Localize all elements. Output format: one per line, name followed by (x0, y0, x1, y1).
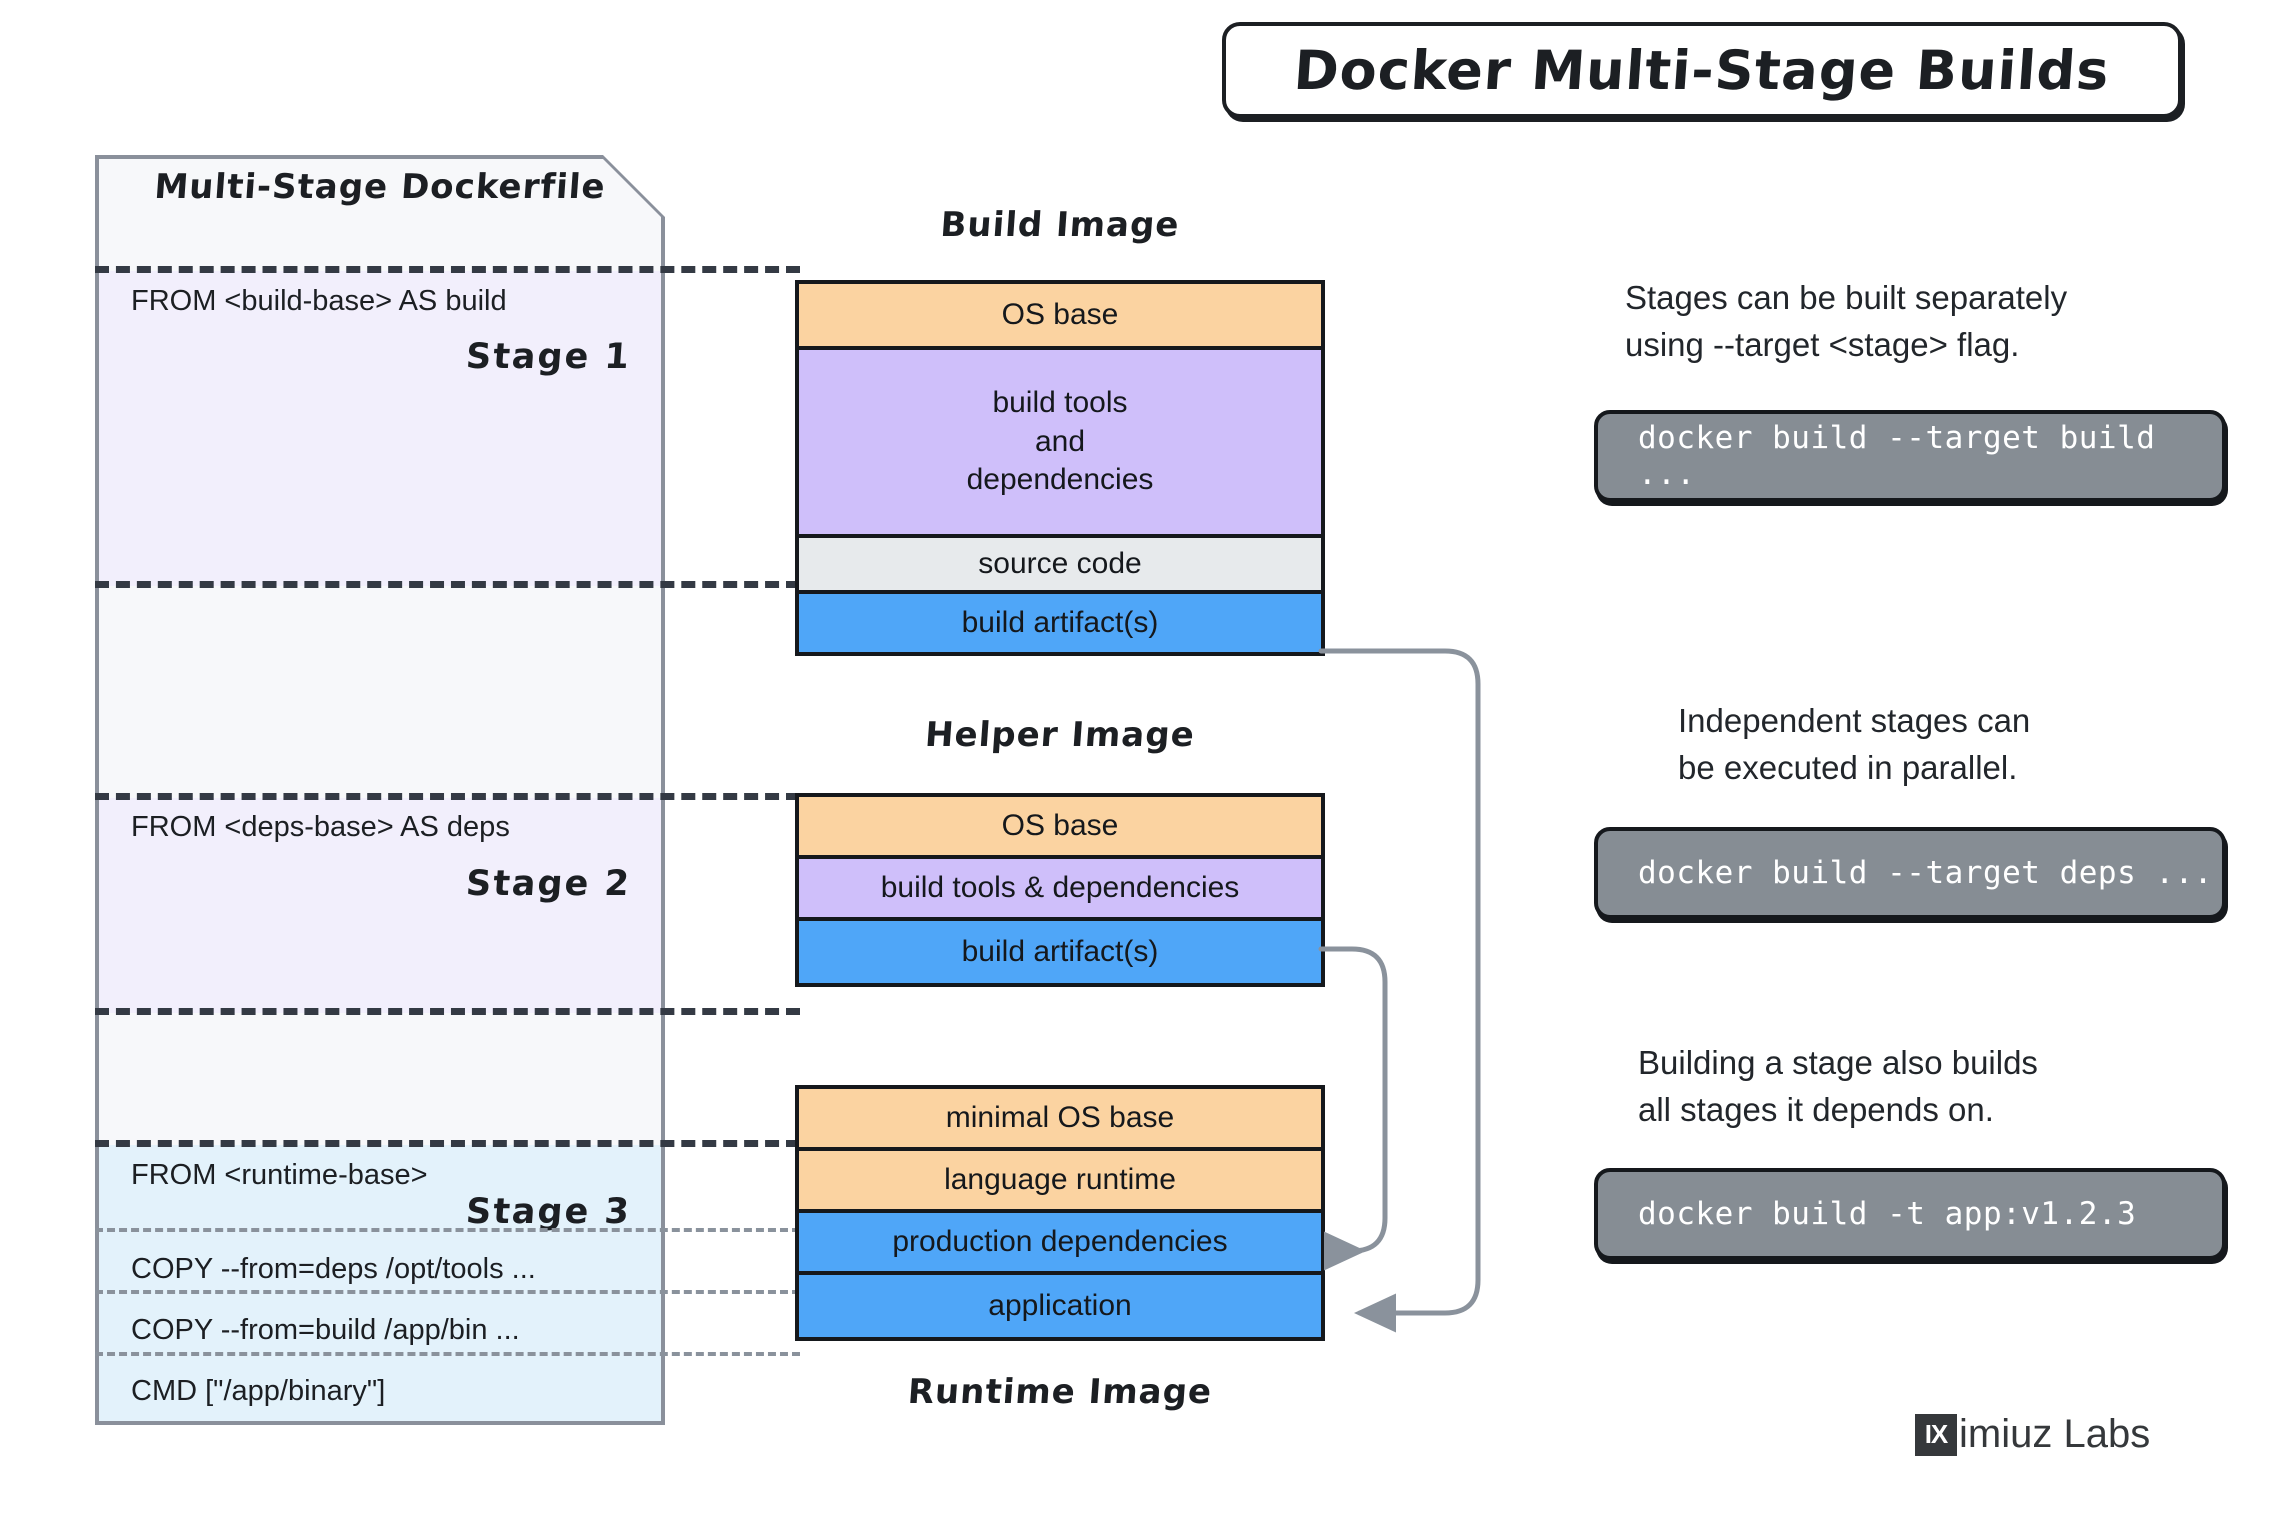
build-layer-artifact: build artifact(s) (799, 594, 1321, 652)
separator-stage2-top (95, 793, 800, 800)
separator-stage1-bottom (95, 581, 800, 588)
dockerfile-card: Multi-Stage Dockerfile FROM <build-base>… (95, 155, 665, 1425)
separator-stage1-top (95, 266, 800, 273)
brand-name: imiuz Labs (1959, 1412, 2151, 1456)
note-2-line-1: Independent stages can (1678, 702, 2031, 739)
stage-3-band (99, 1145, 661, 1421)
gap-band-2 (99, 1013, 661, 1145)
build-image-stack: OS base build tools and dependencies sou… (795, 280, 1325, 656)
build-layer-source-code: source code (799, 538, 1321, 594)
note-3: Building a stage also builds all stages … (1638, 1040, 2258, 1134)
runtime-layer-application: application (799, 1275, 1321, 1337)
note-1-line-1: Stages can be built separately (1625, 279, 2068, 316)
page-fold-corner (603, 155, 665, 217)
runtime-layer-language-runtime: language runtime (799, 1151, 1321, 1213)
runtime-layer-prod-deps: production dependencies (799, 1213, 1321, 1275)
stage-2-label: Stage 2 (464, 864, 633, 904)
separator-stage3-top (95, 1140, 800, 1147)
dockerfile-line-copy-deps: COPY --from=deps /opt/tools ... (131, 1253, 536, 1285)
dockerfile-line-from-deps: FROM <deps-base> AS deps (131, 811, 510, 843)
ix-logo-icon: IX (1915, 1413, 1957, 1456)
note-2: Independent stages can be executed in pa… (1678, 698, 2293, 792)
dockerfile-line-cmd: CMD ["/app/binary"] (131, 1375, 386, 1407)
separator-copy-deps (95, 1228, 800, 1232)
runtime-image-stack: minimal OS base language runtime product… (795, 1085, 1325, 1341)
dockerfile-header-band (99, 159, 661, 271)
dockerfile-line-from-build: FROM <build-base> AS build (131, 285, 507, 317)
helper-layer-os-base: OS base (799, 797, 1321, 859)
note-1-line-2: using --target <stage> flag. (1625, 325, 2020, 363)
separator-cmd (95, 1352, 800, 1356)
runtime-layer-minimal-os: minimal OS base (799, 1089, 1321, 1151)
helper-image-stack: OS base build tools & dependencies build… (795, 793, 1325, 987)
command-chip-target-deps[interactable]: docker build --target deps ... (1594, 827, 2226, 919)
connector-build-artifact-to-application (1318, 648, 1481, 1333)
separator-copy-build (95, 1290, 800, 1294)
stage-1-band (99, 271, 661, 586)
page-title: Docker Multi-Stage Builds (1292, 38, 2112, 102)
note-2-line-2: be executed in parallel. (1678, 748, 2018, 786)
dockerfile-title: Multi-Stage Dockerfile (153, 167, 607, 207)
command-chip-build-tag[interactable]: docker build -t app:v1.2.3 (1594, 1168, 2226, 1260)
stage-1-label: Stage 1 (464, 337, 633, 377)
separator-stage2-bottom (95, 1008, 800, 1015)
helper-layer-tools: build tools & dependencies (799, 859, 1321, 921)
command-chip-target-build[interactable]: docker build --target build ... (1594, 410, 2226, 502)
connector-deps-artifact-to-prod-deps (1318, 946, 1388, 1271)
stage-2-band (99, 798, 661, 1013)
dockerfile-line-from-runtime: FROM <runtime-base> (131, 1159, 428, 1191)
build-layer-tools: build tools and dependencies (799, 350, 1321, 538)
page-title-banner: Docker Multi-Stage Builds (1222, 22, 2182, 118)
stage-3-label: Stage 3 (464, 1192, 633, 1232)
gap-band-1 (99, 586, 661, 798)
build-layer-os-base: OS base (799, 284, 1321, 350)
brand-logo: IX imiuz Labs (1915, 1412, 2150, 1457)
note-3-line-1: Building a stage also builds (1638, 1044, 2038, 1081)
helper-layer-artifact: build artifact(s) (799, 921, 1321, 983)
note-1: Stages can be built separately using --t… (1625, 275, 2245, 369)
build-image-title: Build Image (939, 205, 1181, 245)
helper-image-title: Helper Image (923, 715, 1197, 755)
runtime-image-title: Runtime Image (906, 1372, 1214, 1412)
dockerfile-line-copy-build: COPY --from=build /app/bin ... (131, 1314, 520, 1346)
note-3-line-2: all stages it depends on. (1638, 1090, 1994, 1128)
